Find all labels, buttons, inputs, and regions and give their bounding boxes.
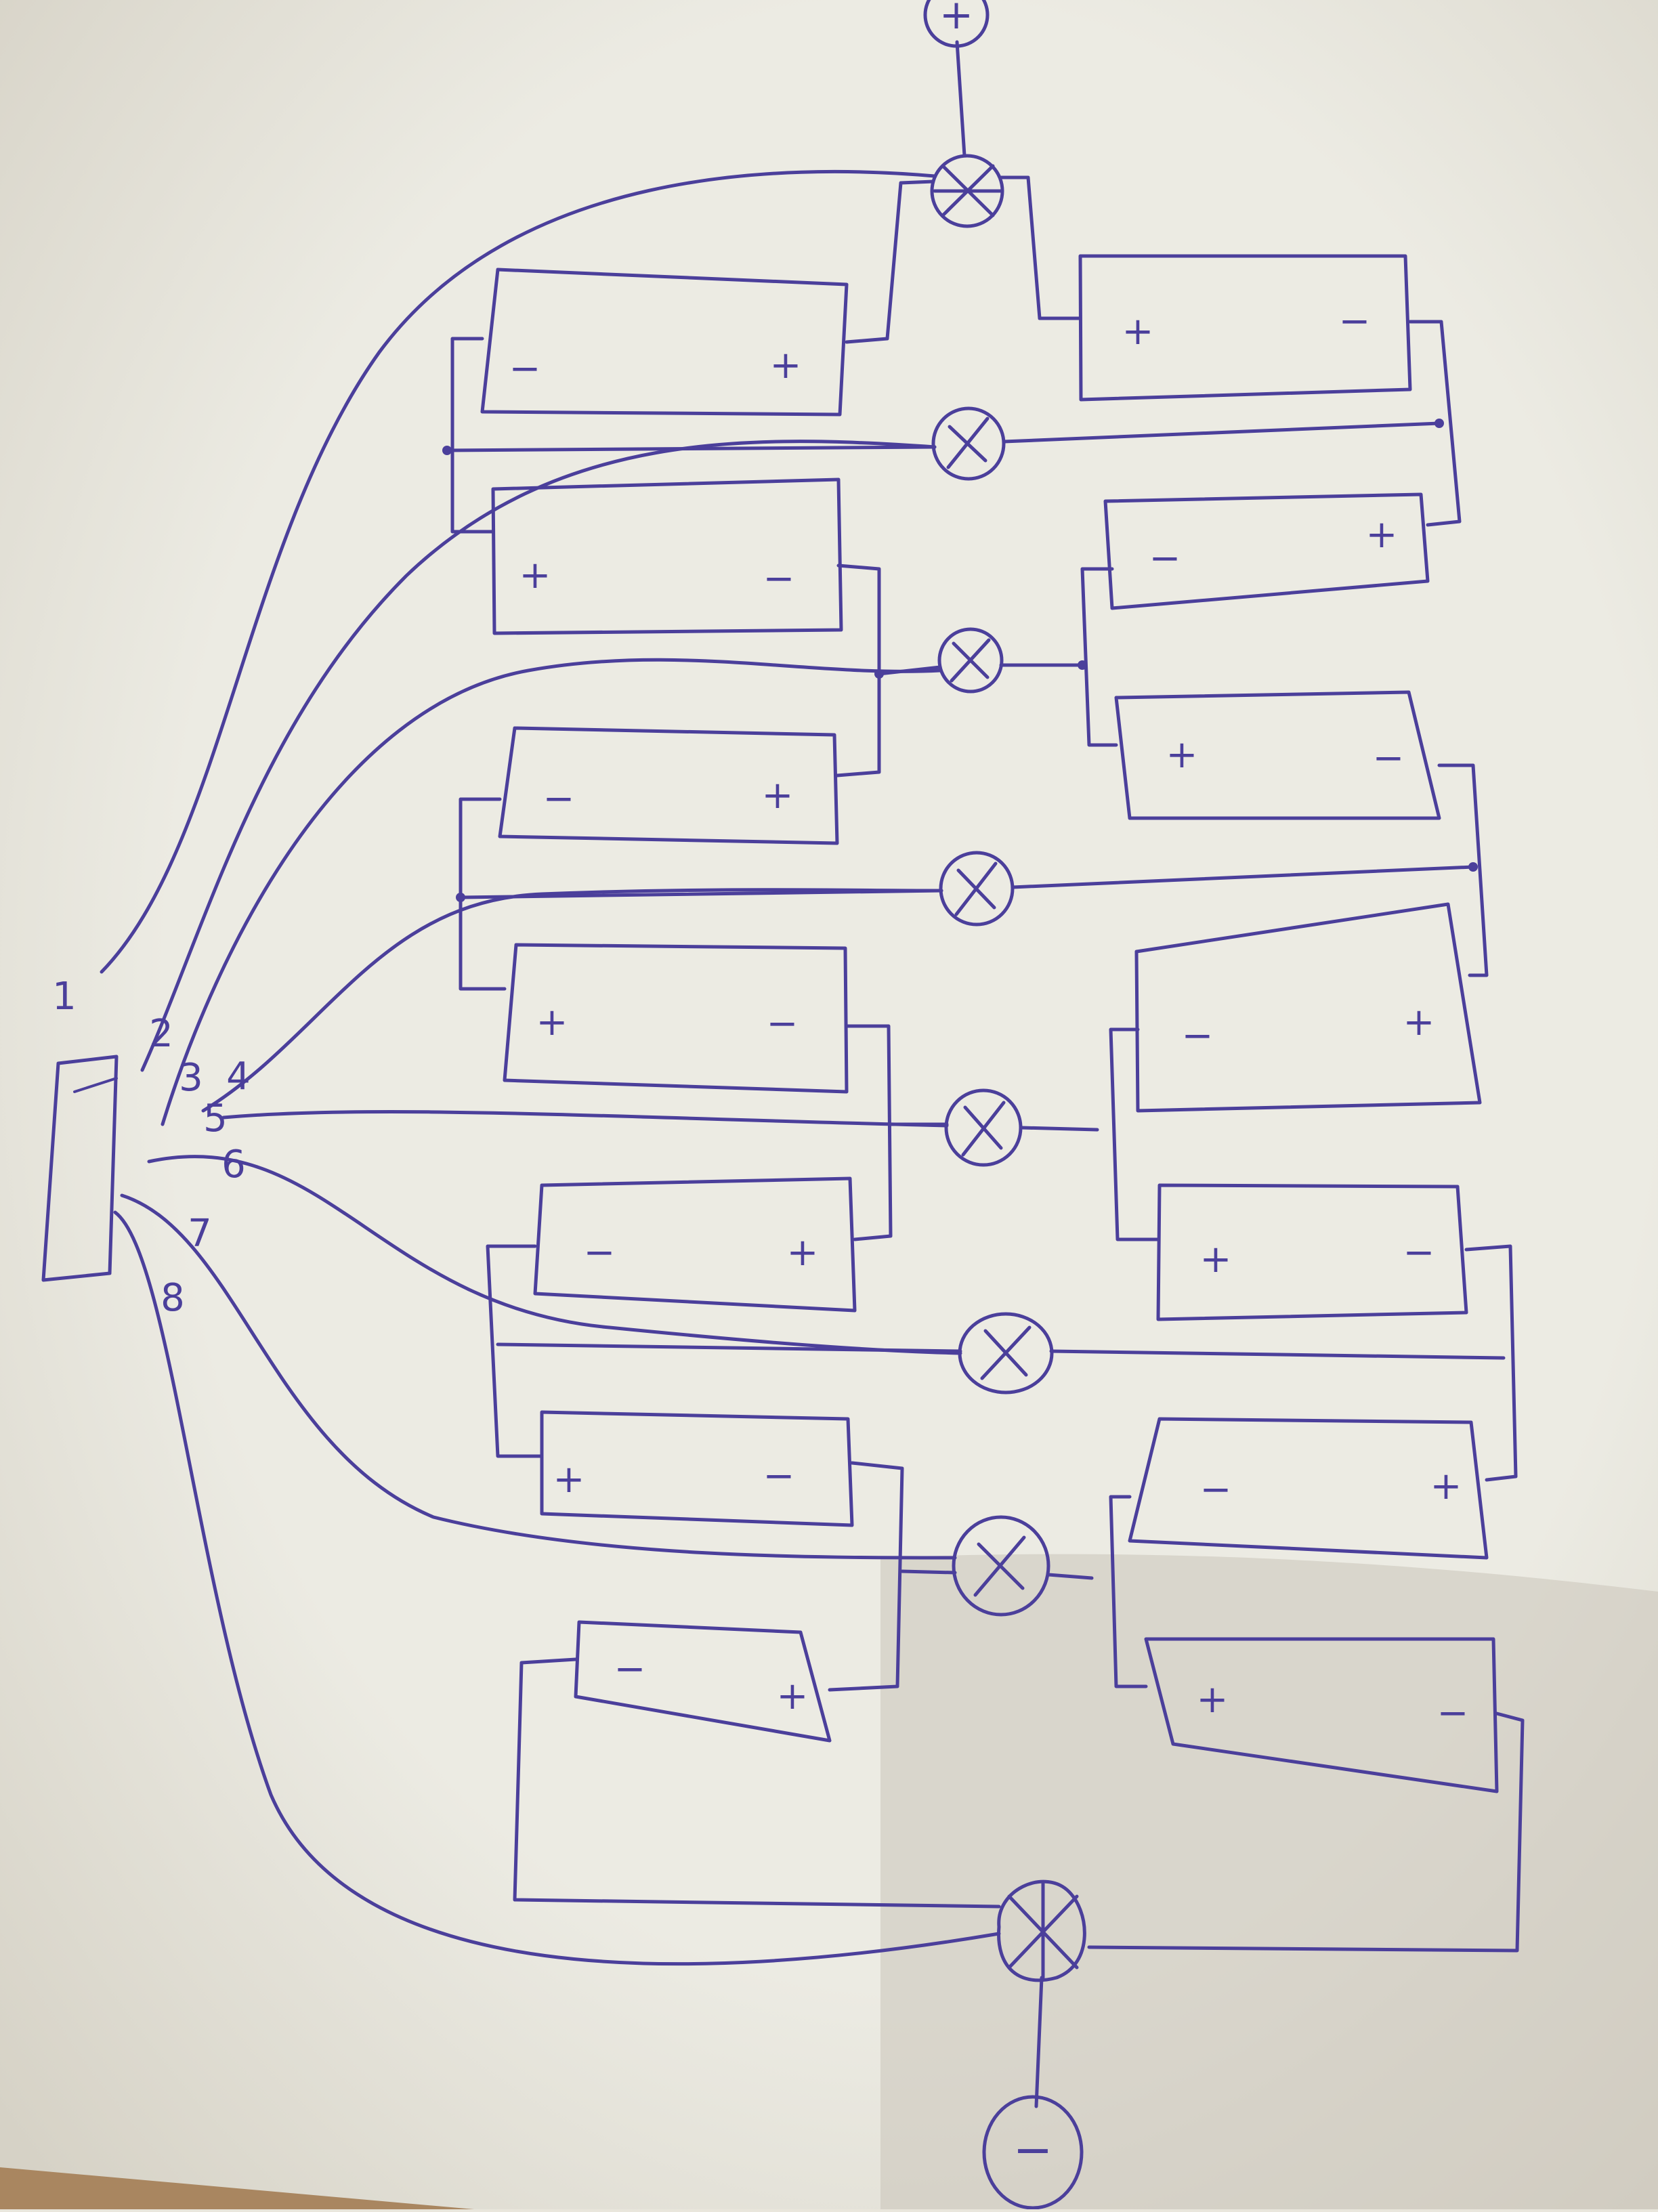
cell-4-left-terminal: +: [536, 1000, 568, 1044]
wire-left-bus-8: [513, 1657, 1001, 1909]
cell-1-right-terminal: +: [770, 343, 802, 387]
cell-10-right-terminal: −: [1373, 736, 1405, 780]
harness-wire-7: [120, 1193, 957, 1560]
terminal-labels: − + + − − + + − − + + − − + + − − + + − − + + − − + + −: [509, 299, 1469, 1735]
cell-11-right-terminal: +: [1403, 1000, 1435, 1044]
battery-cell-13[interactable]: [1128, 1417, 1489, 1560]
battery-cell-10[interactable]: [1114, 690, 1441, 820]
cell-3-right-terminal: +: [762, 773, 794, 817]
battery-cell-12[interactable]: [1156, 1183, 1468, 1321]
cell-5-right-terminal: +: [787, 1231, 819, 1275]
cell-13-right-terminal: +: [1430, 1464, 1462, 1508]
wire-left-bus-6: [845, 1024, 893, 1241]
fuse-x-circle-icon: [937, 627, 1004, 694]
connector-pin-7: 7: [188, 1212, 212, 1256]
cell-3-left-terminal: −: [543, 777, 575, 821]
connector-pin-5: 5: [203, 1097, 228, 1141]
cell-12-right-terminal: −: [1403, 1231, 1435, 1275]
cell-7-left-terminal: −: [614, 1647, 646, 1691]
cell-8-right-terminal: −: [1339, 299, 1371, 343]
battery-cell-9[interactable]: [1103, 492, 1430, 610]
wire-left-bus-3: [486, 1244, 544, 1458]
cell-2-left-terminal: +: [519, 553, 551, 597]
cell-11-left-terminal: −: [1182, 1014, 1214, 1058]
cell-9-right-terminal: +: [1366, 513, 1398, 557]
cell-2-right-terminal: −: [763, 557, 795, 601]
battery-cell-2[interactable]: [491, 477, 843, 635]
positive-terminal-symbol: +: [939, 0, 973, 39]
fuse-2[interactable]: [937, 627, 1004, 694]
cell-7-right-terminal: +: [777, 1674, 809, 1718]
cell-14-left-terminal: +: [1197, 1678, 1229, 1722]
connector-housing: [41, 1055, 119, 1282]
fuse-1[interactable]: [931, 406, 1006, 481]
wire-right-bus-8: [1087, 1711, 1525, 1953]
connector-pin-6: 6: [221, 1143, 246, 1187]
battery-cell-5[interactable]: [533, 1176, 857, 1313]
fuse-6[interactable]: [952, 1515, 1050, 1617]
wire-left-bus-7: [828, 1461, 904, 1692]
cell-13-left-terminal: −: [1200, 1468, 1232, 1512]
harness-wire-2: [140, 440, 937, 1072]
battery-cell-8[interactable]: [1078, 254, 1412, 402]
harness-wire-5: [221, 1110, 949, 1128]
wire-right-bus-2: [1408, 320, 1462, 527]
wire-fuse-line-6: [900, 1569, 1094, 1580]
cell-6-right-terminal: −: [763, 1454, 795, 1498]
wire-left-bus-4: [845, 179, 935, 344]
wire-right-bus-7: [1109, 1495, 1148, 1688]
cell-1-left-terminal: −: [509, 347, 541, 391]
table-edge: [0, 2167, 474, 2209]
harness-wire-6: [147, 1155, 962, 1355]
cell-4-right-terminal: −: [767, 1002, 799, 1046]
cell-8-left-terminal: +: [1122, 310, 1154, 354]
harness-wire-4: [201, 888, 943, 1113]
fuse-x-circle-icon: [931, 406, 1006, 481]
cell-10-left-terminal: +: [1166, 733, 1198, 777]
cell-12-left-terminal: +: [1200, 1237, 1232, 1281]
cell-9-left-terminal: −: [1149, 536, 1181, 580]
wire-negative-lead: [1034, 1976, 1044, 2108]
main-fuse-x-circle-icon: [997, 1879, 1086, 1982]
battery-cell-7[interactable]: [574, 1620, 832, 1743]
positive-terminal-circle[interactable]: [923, 0, 990, 48]
battery-cell-11[interactable]: [1134, 902, 1482, 1113]
cell-6-left-terminal: +: [553, 1458, 585, 1502]
connector-pin-1: 1: [52, 975, 77, 1019]
main-positive-fuse[interactable]: [930, 154, 1004, 228]
battery-cell-4[interactable]: [503, 943, 849, 1094]
battery-cell-1[interactable]: [480, 268, 849, 417]
wire-right-bus-5: [1109, 1027, 1160, 1241]
junction-dots: [442, 419, 1478, 902]
connector-pin-4: 4: [226, 1055, 251, 1099]
wire-right-bus-6: [1464, 1244, 1518, 1482]
photo-shadow: [880, 1554, 1658, 2209]
battery-cell-6[interactable]: [540, 1410, 854, 1527]
connector-pin-8: 8: [161, 1276, 185, 1320]
wire-fuse-line-1b: [1002, 421, 1441, 444]
connector-pin-3: 3: [179, 1056, 203, 1100]
connector-divider: [73, 1077, 118, 1093]
wire-right-bus-4: [1437, 763, 1489, 977]
connector-pin-2: 2: [149, 1012, 173, 1056]
wire-positive-lead: [955, 40, 966, 158]
wire-right-bus-3: [1080, 567, 1118, 747]
wire-right-bus-1: [999, 175, 1082, 320]
cell-5-left-terminal: −: [584, 1231, 616, 1275]
harness-wire-8: [113, 1210, 1001, 1966]
harness-wire-1: [100, 169, 937, 974]
wire-left-bus-1: [450, 337, 495, 534]
battery-cell-14[interactable]: [1144, 1637, 1499, 1793]
fuse-x-circle-icon: [952, 1515, 1050, 1617]
negative-terminal-circle[interactable]: [982, 2095, 1084, 2210]
battery-cell-3[interactable]: [498, 726, 839, 845]
harness-wire-3: [161, 658, 942, 1126]
main-negative-fuse[interactable]: [997, 1879, 1086, 1982]
negative-terminal-symbol: −: [1013, 2122, 1053, 2177]
cell-14-right-terminal: −: [1437, 1691, 1469, 1735]
